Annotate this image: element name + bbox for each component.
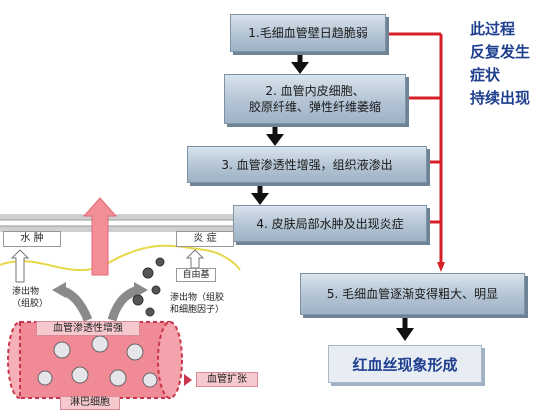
edema-up-arrow (10, 249, 30, 283)
step-5-text: 5. 毛细血管逐渐变得粗大、明显 (326, 287, 499, 301)
free-radical-label: 自由基 (176, 268, 216, 282)
step-4-text: 4. 皮肤局部水肿及出现炎症 (256, 216, 404, 231)
lymphocytes (37, 335, 158, 388)
step-2-box: 2. 血管内皮细胞、 胶原纤维、弹性纤维萎缩 (224, 74, 406, 124)
inflammation-label: 炎 症 (176, 231, 234, 247)
step-2-line1: 2. 血管内皮细胞、 (265, 84, 365, 98)
skin-layer-bottom (0, 226, 240, 232)
skin-layer-top (0, 214, 240, 220)
step-5-box: 5. 毛细血管逐渐变得粗大、明显 (300, 273, 525, 315)
permeability-label: 血管渗透性增强 (36, 321, 140, 336)
exudate-right-label: 渗出物（组胶 和细胞因子） (170, 293, 225, 315)
side-note-line-3: 症状 (470, 66, 501, 84)
step-1-box: 1.毛细血管壁日趋脆弱 (230, 14, 386, 52)
step-3-text: 3. 血管渗透性增强，组织液渗出 (221, 157, 393, 172)
lymphocyte-label: 淋巴细胞 (60, 396, 120, 410)
fiber-wave (0, 244, 241, 272)
result-text: 红血丝现象形成 (352, 355, 458, 374)
step-2-line2: 胶原纤维、弹性纤维萎缩 (248, 100, 381, 114)
step-1-text: 1.毛细血管壁日趋脆弱 (248, 26, 368, 40)
dilation-arrow (184, 374, 192, 386)
side-note-line-2: 反复发生 (470, 43, 531, 61)
step-4-box: 4. 皮肤局部水肿及出现炎症 (233, 205, 427, 242)
side-note: 此过程 反复发生 症状 持续出现 (470, 18, 530, 110)
red-feedback-lines (387, 32, 445, 272)
side-note-line-1: 此过程 (470, 20, 516, 38)
flow-arrows (251, 52, 414, 341)
vessel-right-end (157, 321, 183, 399)
inflammation-up-arrow (185, 249, 205, 269)
edema-label: 水 肿 (3, 231, 61, 247)
result-box: 红血丝现象形成 (328, 345, 482, 383)
exudate-left-label: 渗出物 （组胶） (12, 287, 49, 309)
side-note-line-4: 持续出现 (470, 89, 531, 107)
free-radical-particles (132, 257, 165, 317)
dilation-label: 血管扩张 (196, 372, 258, 387)
pink-up-arrow (82, 197, 118, 276)
step-3-box: 3. 血管渗透性增强，组织液渗出 (187, 146, 427, 183)
